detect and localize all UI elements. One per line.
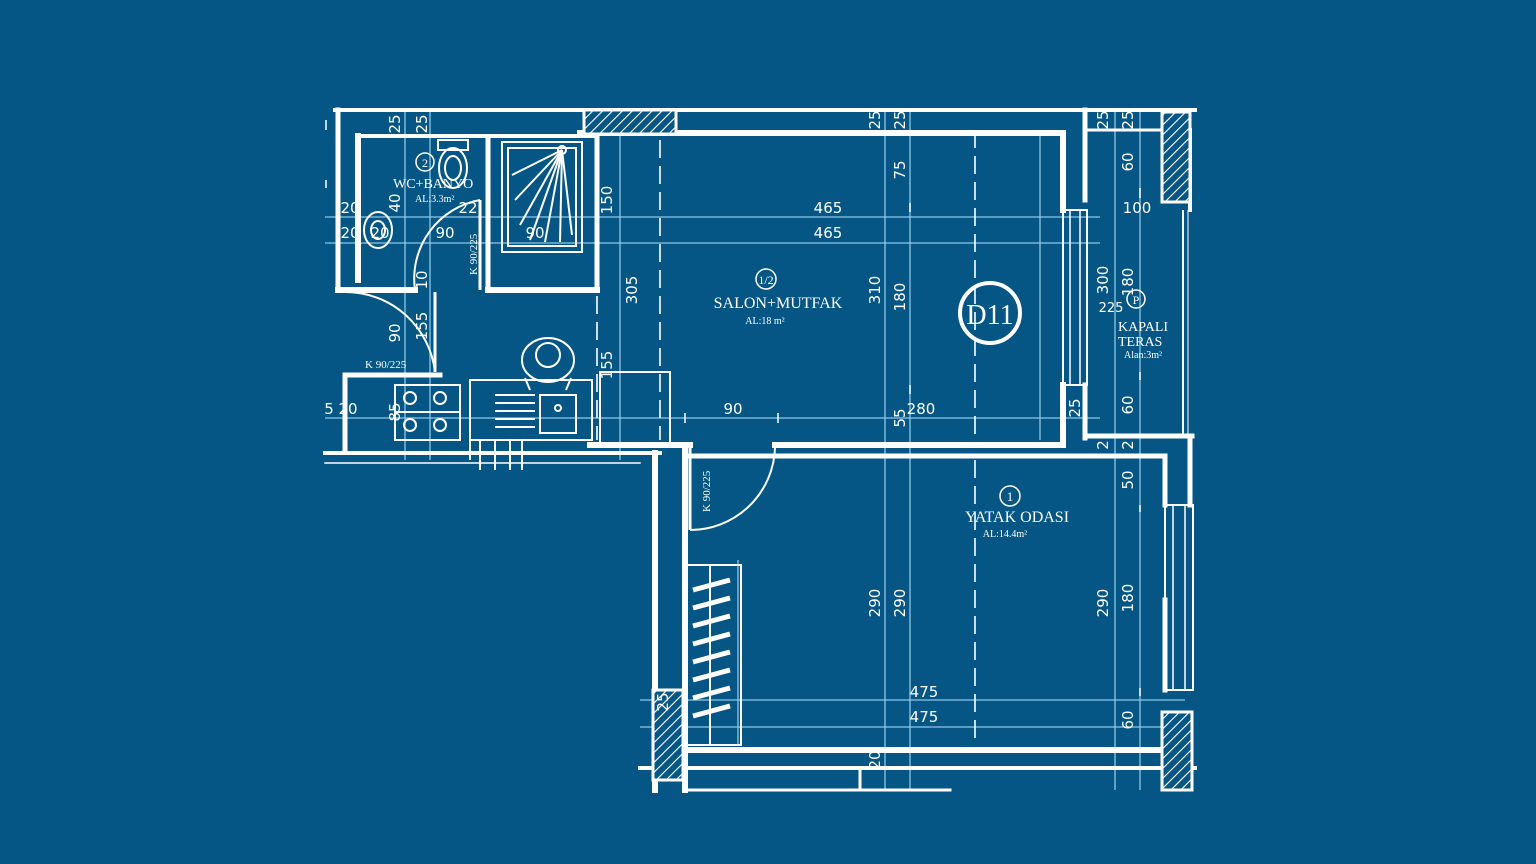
toilet-icon [437,139,469,189]
dim-60-b: 60 [1119,395,1137,414]
door-swings [344,199,776,531]
person-at-sink-icon [521,337,575,391]
dim-155-kitchen: 155 [598,351,616,380]
dim-5: 5 [324,400,334,418]
wc-area: AL:3.3m² [415,194,454,205]
dim-25-c: 25 [386,114,404,133]
dim-2-a: 2 [1094,440,1112,450]
dim-20-d: 20 [370,224,389,242]
dim-155-hall: 155 [413,312,431,341]
walls [323,107,1197,793]
yatak-name: YATAK ODASI [965,509,1069,526]
dim-2-b: 2 [1119,440,1137,450]
dim-300: 300 [1094,266,1112,295]
salon-name: SALON+MUTFAK [714,295,843,312]
door-label-bathroom: K 90/225 [468,233,480,275]
dim-50: 50 [1119,470,1137,489]
unit-label: D11 [966,300,1013,331]
dim-25-e: 25 [1094,110,1112,129]
dim-90-bath: 90 [435,224,454,242]
door-label-left: K 90/225 [365,359,407,371]
yatak-area: AL:14.4m² [983,529,1027,540]
dim-25-g: 25 [1066,398,1084,417]
teras-name-2: TERAS [1118,335,1162,350]
dim-290-c: 290 [1094,589,1112,618]
dim-290-b: 290 [891,589,909,618]
yatak-number: 1 [1007,489,1014,504]
dim-90-shower: 90 [525,224,544,242]
guide-lines [325,110,1185,790]
dim-20-e: 20 [866,750,884,769]
dim-25-a: 25 [866,110,884,129]
sink-icon [363,211,393,249]
dim-180-teras: 180 [1119,268,1137,297]
dim-150: 150 [598,186,616,215]
wc-name: WC+BANYO [393,177,473,192]
room-markers [415,152,1146,507]
stove-icon [394,384,523,470]
dim-60-c: 60 [1119,710,1137,729]
dim-25-b: 25 [891,110,909,129]
dim-290-a: 290 [866,589,884,618]
unit-badge: D11 [958,281,1022,345]
dim-465-top: 465 [814,199,843,217]
dim-20-b: 20 [340,224,359,242]
dim-25-h: 25 [654,692,672,711]
center-lines [596,130,976,745]
cabinet [599,371,671,445]
salon-number: 1/2 [758,273,773,287]
dim-100: 100 [1123,199,1152,217]
dim-20-c: 20 [338,400,357,418]
dim-25-d: 25 [413,114,431,133]
dim-280: 280 [907,400,936,418]
windows [1062,209,1194,691]
shower-icon [501,141,583,253]
dim-305: 305 [623,276,641,305]
dim-22: 22 [458,199,477,217]
dim-225: 225 [1099,301,1124,316]
dim-475-top: 475 [910,683,939,701]
dim-55: 55 [891,408,909,427]
dim-25-f: 25 [1119,110,1137,129]
dim-60-a: 60 [1119,152,1137,171]
wc-number: 2 [422,156,428,170]
dim-465: 465 [814,224,843,242]
dim-85: 85 [386,402,404,421]
door-label-vertical: K 90/225 [701,470,713,512]
dim-310: 310 [866,276,884,305]
dimension-ticks [325,120,1141,696]
dim-90-door: 90 [386,323,404,342]
wardrobe-icon [682,564,742,746]
dim-20-a: 20 [340,199,359,217]
salon-area: AL:18 m² [745,316,784,327]
dim-75: 75 [891,160,909,179]
kitchen-sink-icon [469,379,593,441]
teras-number: P [1133,293,1140,307]
hatched-columns [582,108,1194,792]
dim-10: 10 [413,270,431,289]
dim-475: 475 [910,708,939,726]
dim-180-salon: 180 [891,283,909,312]
teras-area: Alan:3m² [1124,350,1162,361]
dim-180-bed: 180 [1119,584,1137,613]
dim-90-salon: 90 [723,400,742,418]
dim-40: 40 [386,193,404,212]
teras-name-1: KAPALI [1118,320,1168,335]
